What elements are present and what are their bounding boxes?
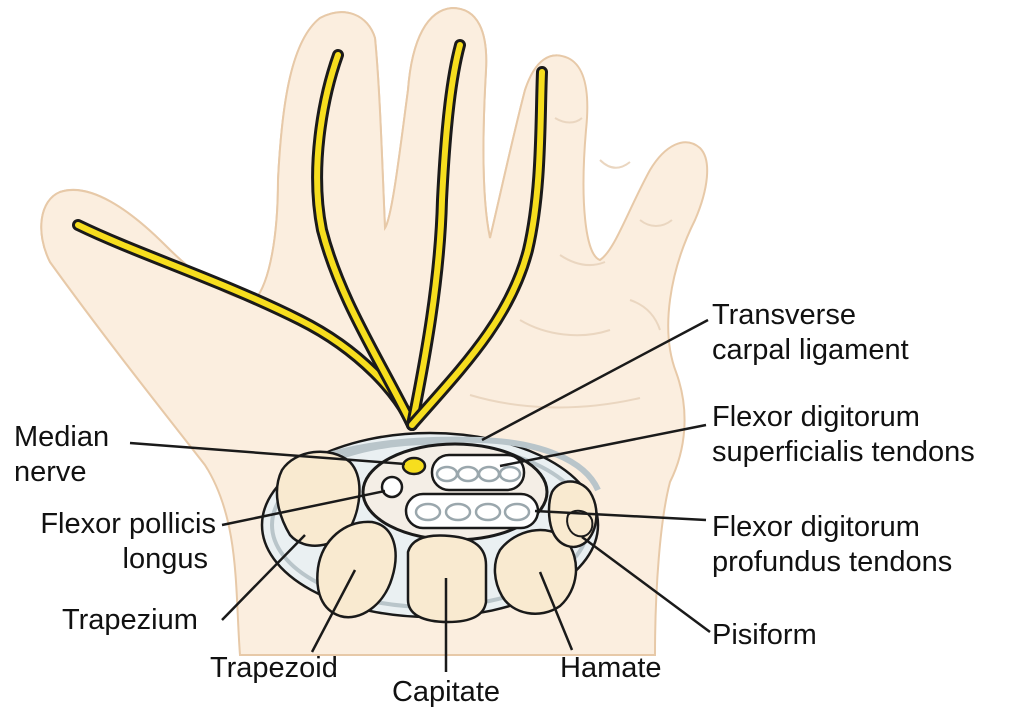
leader-hamate [538,571,574,651]
leader-lines [129,318,711,672]
hamate-bone [493,528,578,615]
label-line-1: Median [14,421,110,453]
median-nerve-label: Median nerve [14,420,109,490]
pisiform-label: Pisiform [712,619,817,651]
flexor-digitorum-superficialis-label: Flexor digitorum superficialis tendons [712,400,975,470]
label-line-1: Flexor digitorum [712,511,920,543]
hamate-label: Hamate [560,652,662,684]
label-line-2: superficialis tendons [712,436,975,468]
skin-creases [469,117,673,409]
leader-flexor-pollicis [221,489,386,527]
trapezium-label: Trapezium [62,604,198,636]
leader-trapezium [221,534,306,621]
leader-profundus [534,509,707,522]
label-line-2: profundus tendons [712,546,953,578]
leader-trapezoid [310,569,357,653]
median-nerve-section [401,456,427,476]
wrist-cross-section [260,431,601,624]
capitate-label: Capitate [391,676,500,708]
leader-pisiform [581,535,711,634]
triquetrum-bone [566,509,594,538]
label-line-2: nerve [14,456,87,488]
label-line-2: longus [122,543,208,575]
label-line-1: Transverse [712,299,856,331]
label-line-2: carpal ligament [712,334,909,366]
leader-superficialis [499,423,707,468]
leader-transverse-ligament [481,318,709,442]
profundus-tendons [414,502,531,522]
median-nerve-branches [72,39,548,431]
label-line-1: Flexor pollicis [40,508,216,540]
superficialis-tendons [435,465,522,483]
leader-median-nerve [129,441,406,466]
flexor-digitorum-profundus-label: Flexor digitorum profundus tendons [712,510,952,580]
transverse-carpal-ligament-label: Transverse carpal ligament [712,298,909,368]
trapezoid-bone [316,520,397,619]
flexor-pollicis-longus-section [380,475,404,499]
label-line-1: Flexor digitorum [712,401,920,433]
flexor-pollicis-longus-label: Flexor pollicis longus [6,507,216,577]
trapezoid-label: Trapezoid [210,652,338,684]
